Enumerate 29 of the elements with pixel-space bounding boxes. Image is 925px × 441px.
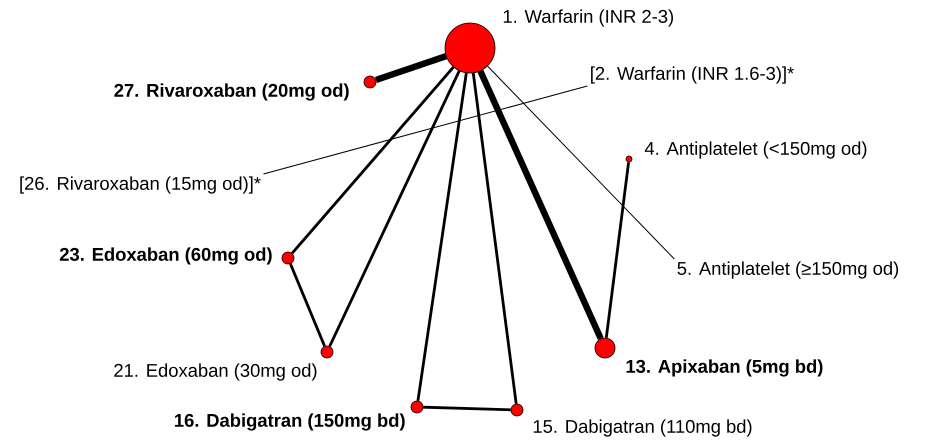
node-label: 13. Apixaban (5mg bd) [626, 359, 822, 377]
node-circle [364, 76, 376, 88]
network-line [487, 66, 675, 260]
network-line [289, 263, 326, 347]
node-label: 5. Antiplatelet (≥150mg od) [678, 261, 898, 279]
network-line [472, 73, 518, 404]
network-line [423, 406, 511, 412]
node-circle [320, 346, 334, 358]
network-line [604, 162, 630, 338]
node-circle [282, 252, 294, 264]
node-label: 4. Antiplatelet (<150mg od) [644, 141, 866, 159]
node-label: 27. Rivaroxaban (20mg od) [114, 83, 349, 101]
node-circle [510, 404, 524, 416]
node-circle [444, 22, 496, 74]
network-line [478, 70, 604, 340]
node-label: [2. Warfarin (INR 1.6-3)]* [591, 66, 794, 84]
node-label: 15. Dabigatran (110mg bd) [534, 419, 752, 437]
node-circle [594, 338, 616, 358]
node-label: 16. Dabigatran (150mg bd) [175, 413, 405, 431]
network-line [375, 53, 447, 83]
network-line [291, 66, 454, 254]
network-line [262, 85, 588, 175]
node-label: 1. Warfarin (INR 2-3) [504, 9, 673, 27]
node-label: [26. Rivaroxaban (15mg od)]* [20, 176, 261, 194]
network-line [328, 70, 460, 347]
network-line [416, 72, 468, 401]
node-label: 23. Edoxaban (60mg od) [60, 247, 272, 265]
node-label: 21. Edoxaban (30mg od) [114, 363, 316, 381]
node-circle [410, 400, 424, 414]
